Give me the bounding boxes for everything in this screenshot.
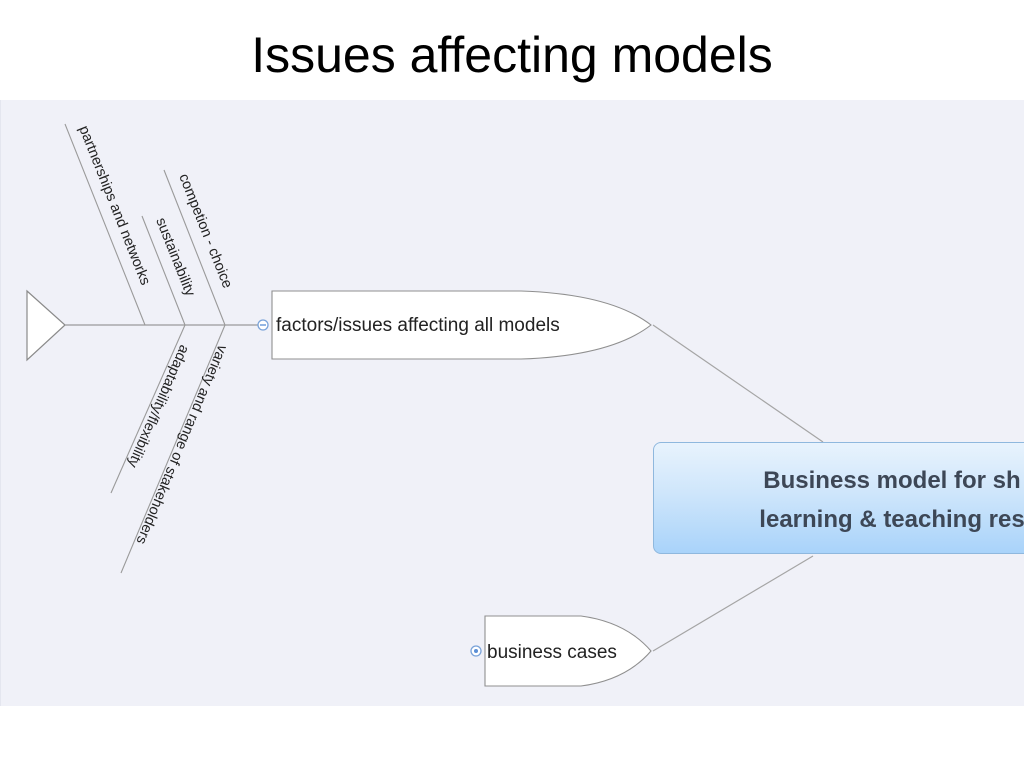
bone-line-variety (120, 324, 226, 574)
central-topic-text: Business model for sh learning & teachin… (682, 461, 1024, 539)
connector-central-to-factors (652, 324, 824, 443)
subtopic-label-factors: factors/issues affecting all models (276, 315, 560, 336)
expand-marker-dot (474, 649, 478, 653)
bone-line-adaptability (110, 324, 186, 494)
bone-line-competion (163, 169, 226, 326)
mind-map-canvas: partnerships and networks sustainability… (0, 100, 1024, 706)
bone-label-partnerships: partnerships and networks (75, 124, 153, 288)
subtopic-shape-factors[interactable] (271, 290, 652, 360)
central-topic-line-2: learning & teaching res (759, 506, 1024, 533)
mind-map-diagram: partnerships and networks sustainability… (26, 123, 824, 687)
central-topic-node[interactable]: Business model for sh learning & teachin… (653, 442, 1024, 554)
connector-central-to-business-cases (652, 555, 814, 652)
central-topic-line-1: Business model for sh (763, 467, 1021, 494)
bone-line-sustainability (141, 215, 186, 326)
subtopic-label-business-cases: business cases (487, 642, 617, 663)
fishbone-head-icon (26, 289, 66, 362)
bone-label-sustainability: sustainability (152, 216, 198, 300)
slide-title: Issues affecting models (251, 27, 773, 83)
bone-line-partnerships (64, 123, 146, 326)
subtopic-shape-business-cases[interactable] (484, 615, 652, 687)
